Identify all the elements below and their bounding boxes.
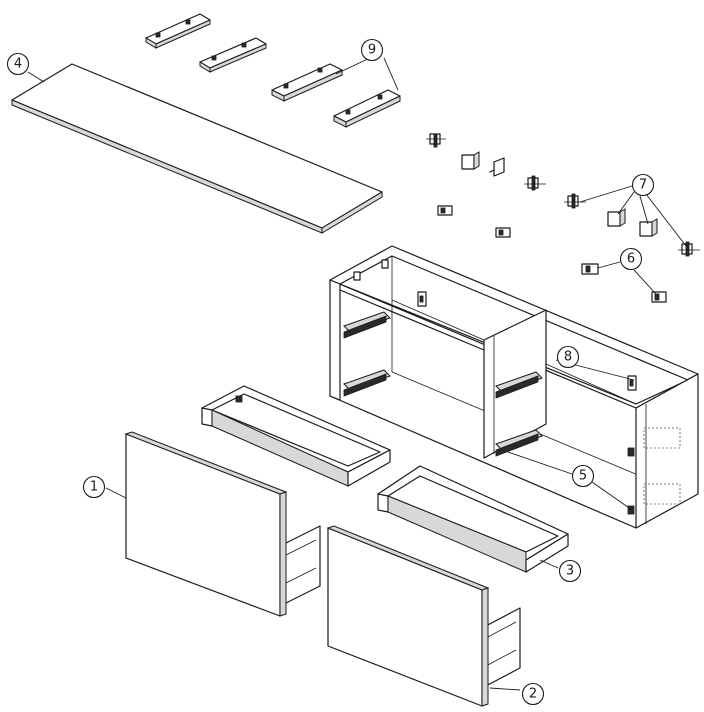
runner-right-lower [495,429,543,457]
callout-9-label: 9 [368,43,376,58]
callout-7-label: 7 [639,178,647,193]
callout-5-label: 5 [579,469,587,484]
part-1-drawer-front [124,431,321,617]
callout-6: 6 [619,247,643,271]
bracket-c [564,193,586,209]
callout-3-label: 3 [566,564,574,579]
callout-1-label: 1 [90,480,98,495]
drawer-box-upper [201,385,391,487]
part-4-top-panel [11,63,383,234]
rail-1 [145,13,211,49]
callout-4-label: 4 [14,57,22,72]
clip-c [607,208,626,227]
part-7-brackets [426,133,700,257]
runner-left-upper [343,311,391,339]
rail-3 [271,63,343,102]
cabinet-carcass [329,245,699,529]
runner-left-lower [343,369,391,397]
clip-d [639,218,658,237]
clip-a [461,151,480,170]
rail-4 [333,89,401,128]
bracket-b [524,175,546,191]
callout-2-label: 2 [529,687,537,702]
bracket-a [426,133,446,148]
callout-2: 2 [521,682,545,706]
callout-1: 1 [82,475,106,499]
callout-6-label: 6 [627,252,635,267]
part-5-drawer-runners [343,311,543,457]
connector-b [495,227,511,238]
connector-d [651,291,667,303]
callout-9: 9 [360,38,384,62]
rail-2 [199,37,267,73]
callout-7: 7 [631,173,655,197]
part-2-drawer-front [326,525,521,707]
callout-5: 5 [571,464,595,488]
connector-a [437,205,453,216]
callout-8-label: 8 [564,350,572,365]
callout-3: 3 [558,559,582,583]
runner-right-upper [495,371,543,399]
part-9-mounting-rails [145,13,401,128]
bracket-d [678,241,700,257]
part-3-drawer-box [377,465,569,573]
callout-4: 4 [6,52,30,76]
part-6-connectors [437,205,667,303]
connector-c [581,263,599,275]
callout-8: 8 [556,345,580,369]
clip-b [489,157,505,177]
part-8-bracket [417,291,637,391]
